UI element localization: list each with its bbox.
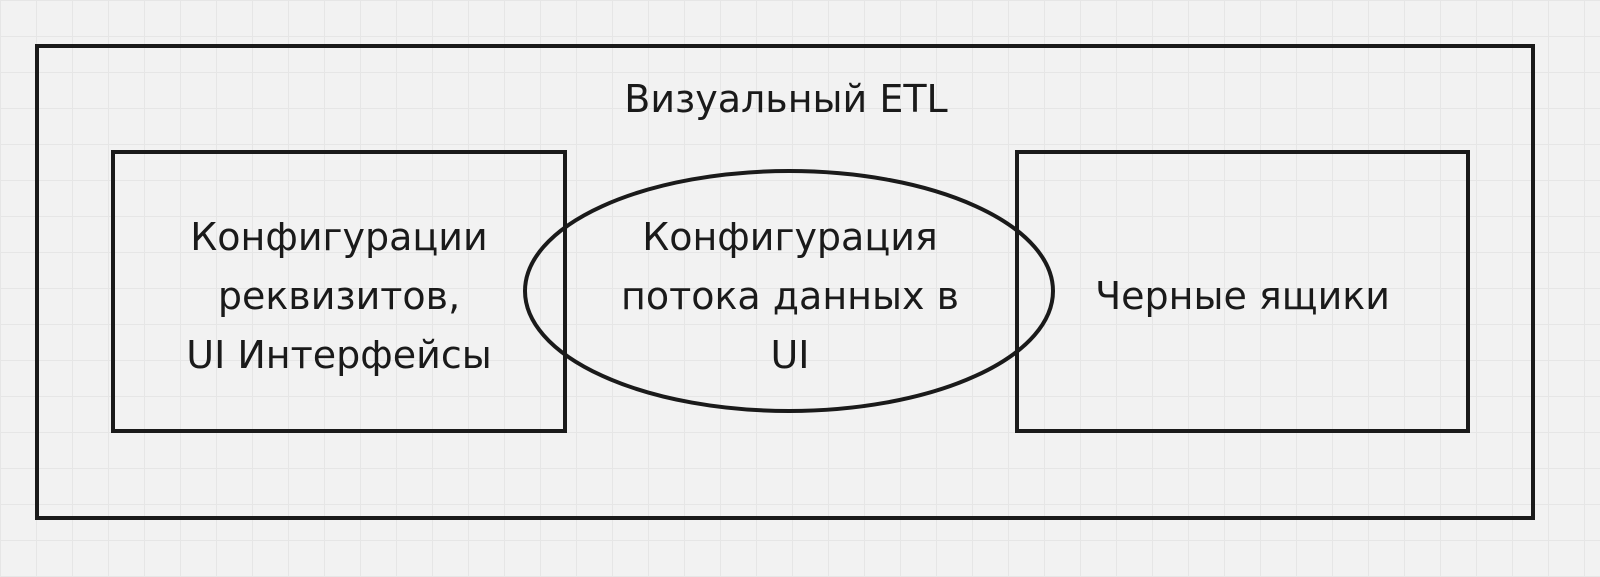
left-box-label: Конфигурации реквизитов, UI Интерфейсы (111, 208, 567, 385)
left-box-line-3: UI Интерфейсы (186, 333, 492, 377)
outer-frame-visual-etl (35, 44, 1535, 520)
center-line-3: UI (770, 333, 810, 377)
center-line-1: Конфигурация (642, 215, 938, 259)
center-line-2: потока данных в (620, 274, 959, 318)
diagram-title: Визуальный ETL (624, 77, 948, 121)
left-box-line-2: реквизитов, (217, 274, 461, 318)
center-ellipse-label: Конфигурация потока данных в UI (540, 208, 1040, 385)
right-box-label: Черные ящики (1095, 274, 1390, 318)
left-box-line-1: Конфигурации (190, 215, 488, 259)
